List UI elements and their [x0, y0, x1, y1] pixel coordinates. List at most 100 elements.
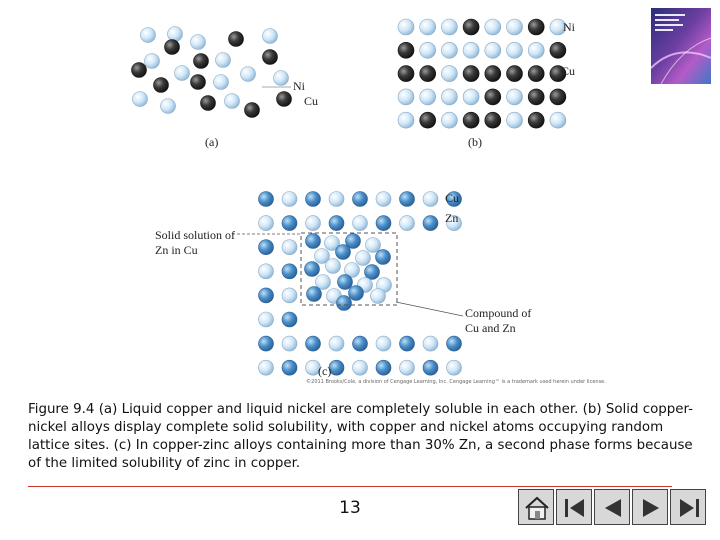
copper-atom	[441, 88, 458, 106]
first-page-icon	[565, 499, 584, 517]
zinc-atom	[375, 215, 392, 231]
panel-a-liquid-atoms	[131, 26, 292, 118]
copper-atom	[441, 41, 458, 59]
copper-atom	[224, 93, 240, 109]
copper-atom	[527, 41, 545, 59]
copper-atom	[140, 27, 156, 43]
zinc-atom	[422, 215, 439, 231]
nickel-atom	[164, 39, 180, 55]
zinc-atom	[335, 244, 351, 260]
nickel-atom	[527, 18, 545, 36]
nickel-atom	[276, 91, 292, 107]
nickel-atom	[527, 65, 545, 82]
figure-caption: Figure 9.4 (a) Liquid copper and liquid …	[28, 402, 694, 471]
copper-atom	[549, 111, 567, 129]
copper-atom	[167, 26, 183, 42]
copper-atom	[370, 288, 386, 304]
copper-atom	[375, 335, 392, 352]
copper-atom	[258, 359, 274, 376]
copper-atom	[160, 98, 176, 114]
copper-atom	[446, 215, 462, 231]
zn-label-c: Zn	[445, 211, 459, 225]
nickel-atom	[419, 111, 437, 129]
cu-label-c: Cu	[445, 191, 460, 205]
footer-rule	[28, 486, 672, 487]
copper-atom	[215, 52, 231, 68]
copper-atom	[441, 65, 458, 82]
nickel-atom	[419, 65, 437, 82]
compound-label: Compound of Cu and Zn	[465, 306, 532, 335]
nickel-atom	[193, 53, 209, 69]
zinc-atom	[281, 359, 298, 376]
zinc-atom	[258, 335, 274, 352]
copper-atom	[305, 359, 321, 376]
nickel-atom	[190, 74, 206, 90]
copper-atom	[273, 70, 289, 86]
nickel-atom	[153, 77, 169, 93]
zinc-atom	[305, 335, 321, 352]
copper-atom	[419, 88, 437, 106]
zinc-atom	[352, 191, 368, 207]
figure-9-4-diagram	[131, 18, 567, 376]
nickel-atom	[244, 102, 260, 118]
zinc-atom	[281, 215, 298, 231]
zinc-atom	[328, 215, 345, 231]
copper-atom	[397, 18, 415, 36]
zinc-atom	[336, 295, 352, 311]
zinc-atom	[446, 191, 462, 207]
home-button[interactable]	[518, 489, 554, 525]
copper-atom	[315, 274, 331, 290]
last-page-icon	[680, 499, 699, 517]
copper-atom	[190, 34, 206, 50]
copper-atom	[258, 215, 274, 231]
zinc-atom	[375, 249, 391, 265]
cu-label-b: Cu	[561, 64, 576, 78]
ni-label-a: Ni	[293, 79, 305, 93]
zinc-atom	[337, 274, 353, 290]
nickel-atom	[484, 65, 502, 82]
zinc-atom	[258, 287, 274, 304]
copper-atom	[484, 41, 502, 59]
copper-atom	[281, 191, 298, 207]
previous-page-button[interactable]	[594, 489, 630, 525]
copper-atom	[397, 88, 415, 106]
copper-atom	[419, 18, 437, 36]
copper-atom	[281, 287, 298, 304]
zinc-atom	[364, 264, 380, 280]
next-page-button[interactable]	[632, 489, 668, 525]
copper-atom	[441, 111, 458, 129]
panel-c-cu-zn-lattice	[258, 191, 462, 376]
zinc-atom	[258, 239, 274, 255]
copper-atom	[174, 65, 190, 81]
zinc-atom	[446, 335, 462, 352]
zinc-atom	[399, 335, 415, 352]
zinc-atom	[281, 311, 298, 328]
copper-atom	[144, 53, 160, 69]
book-cover-thumbnail	[651, 8, 711, 84]
copper-atom	[213, 74, 229, 90]
copper-atom	[314, 248, 330, 264]
copper-atom	[462, 88, 480, 106]
copper-atom	[419, 41, 437, 59]
nickel-atom	[200, 95, 216, 111]
nickel-atom	[484, 88, 502, 106]
copper-atom	[258, 263, 274, 280]
nickel-atom	[527, 88, 545, 106]
nickel-atom	[549, 41, 567, 59]
home-icon	[525, 496, 549, 520]
nickel-atom	[462, 65, 480, 82]
zinc-atom	[281, 263, 298, 280]
zinc-atom	[375, 359, 392, 376]
first-page-button[interactable]	[556, 489, 592, 525]
zinc-atom	[352, 335, 368, 352]
zinc-atom	[399, 191, 415, 207]
copper-atom	[422, 191, 439, 207]
panel-b-solid-lattice	[397, 18, 567, 129]
previous-page-icon	[605, 499, 621, 517]
nickel-atom	[462, 111, 480, 129]
copper-atom	[355, 250, 371, 266]
copper-atom	[352, 359, 368, 376]
copper-atom	[325, 258, 341, 274]
copper-atom	[484, 18, 502, 36]
last-page-button[interactable]	[670, 489, 706, 525]
